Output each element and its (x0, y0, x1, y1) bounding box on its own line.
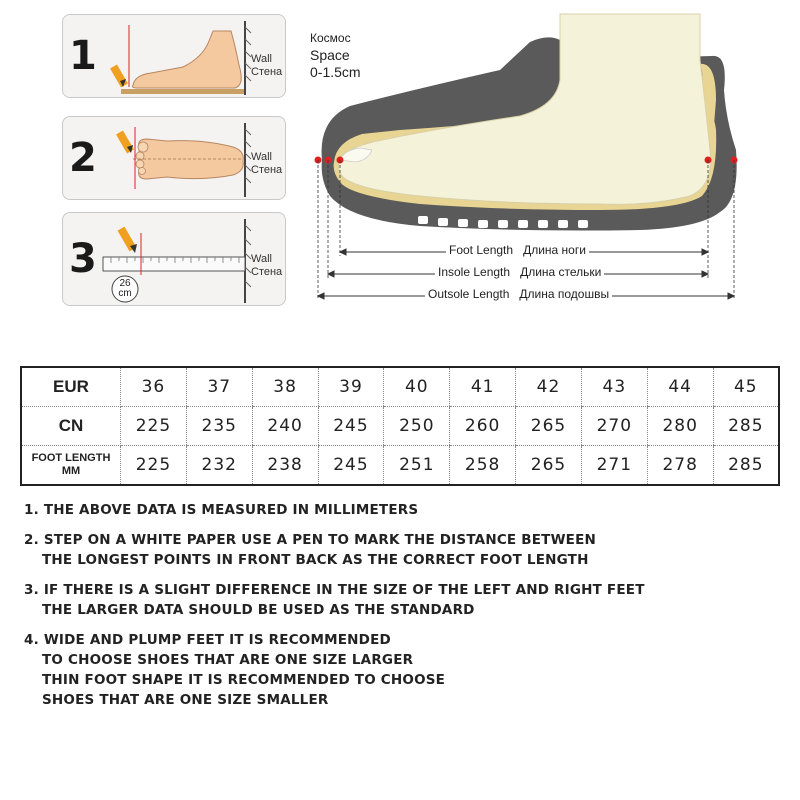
wall-label: Wall Стена (251, 151, 283, 176)
note-line: TO CHOOSE SHOES THAT ARE ONE SIZE LARGER (42, 652, 414, 668)
foot-length-label: Foot Length Длина ноги (446, 243, 589, 257)
note-2: 2. STEP ON A WHITE PAPER USE A PEN TO MA… (24, 530, 764, 570)
shoe-diagram (314, 13, 738, 300)
table-cell: 43 (580, 367, 648, 407)
table-cell: 45 (712, 367, 779, 407)
table-row-foot-length: FOOT LENGTH MM 225 232 238 245 251 258 2… (21, 445, 779, 485)
row-header-eur: EUR (21, 367, 121, 407)
note-line: THE LONGEST POINTS IN FRONT BACK AS THE … (42, 552, 589, 568)
note-line: THIN FOOT SHAPE IT IS RECOMMENDED TO CHO… (42, 672, 446, 688)
foot-top-illustration (116, 123, 252, 197)
pencil-icon (116, 130, 134, 154)
step-number: 2 (69, 135, 97, 181)
step-number: 3 (69, 236, 97, 282)
table-cell: 232 (185, 445, 253, 485)
note-4: 4. WIDE AND PLUMP FEET IT IS RECOMMENDED… (24, 630, 764, 710)
table-cell: 38 (251, 367, 319, 407)
outsole-length-label: Outsole Length Длина подошвы (425, 287, 613, 301)
table-cell: 285 (712, 445, 779, 485)
table-cell: 37 (185, 367, 253, 407)
table-cell: 41 (449, 367, 516, 407)
wall-label: Wall Стена (251, 253, 283, 278)
table-cell: 271 (580, 445, 648, 485)
step-1-panel: 1 Wall Стена (62, 14, 286, 98)
space-label: Космос Space 0-1.5cm (310, 31, 361, 80)
tread-marks (418, 216, 588, 228)
table-cell: 40 (383, 367, 450, 407)
ruler-illustration (102, 219, 252, 303)
table-cell: 270 (580, 406, 648, 446)
table-cell: 278 (646, 445, 714, 485)
table-cell: 250 (383, 406, 450, 446)
pencil-icon (110, 64, 128, 88)
table-cell: 36 (120, 367, 187, 407)
table-cell: 251 (383, 445, 450, 485)
table-cell: 280 (646, 406, 714, 446)
pencil-icon (117, 226, 137, 253)
table-cell: 265 (515, 445, 582, 485)
table-cell: 44 (646, 367, 714, 407)
step-number: 1 (69, 33, 97, 79)
note-line: THE LARGER DATA SHOULD BE USED AS THE ST… (42, 602, 475, 618)
notes-list: 1. THE ABOVE DATA IS MEASURED IN MILLIME… (24, 500, 764, 720)
note-line: 1. THE ABOVE DATA IS MEASURED IN MILLIME… (24, 502, 419, 518)
table-cell: 235 (185, 406, 253, 446)
foot-shape (338, 13, 712, 205)
table-cell: 260 (449, 406, 516, 446)
table-cell: 285 (712, 406, 779, 446)
table-cell: 245 (317, 445, 384, 485)
table-cell: 245 (317, 406, 384, 446)
table-cell: 225 (120, 445, 187, 485)
table-row-eur: EUR 36 37 38 39 40 41 42 43 44 45 (21, 367, 779, 407)
insole-length-label: Insole Length Длина стельки (435, 265, 605, 279)
note-line: 2. STEP ON A WHITE PAPER USE A PEN TO MA… (24, 532, 597, 548)
foot-side-illustration (110, 21, 252, 95)
note-line: 3. IF THERE IS A SLIGHT DIFFERENCE IN TH… (24, 582, 645, 598)
note-1: 1. THE ABOVE DATA IS MEASURED IN MILLIME… (24, 500, 764, 520)
table-cell: 39 (317, 367, 384, 407)
table-cell: 238 (251, 445, 319, 485)
note-line: 4. WIDE AND PLUMP FEET IT IS RECOMMENDED (24, 632, 391, 648)
note-3: 3. IF THERE IS A SLIGHT DIFFERENCE IN TH… (24, 580, 764, 620)
ruler-badge: 26 cm (118, 278, 132, 299)
table-cell: 42 (515, 367, 582, 407)
row-header-cn: CN (21, 406, 121, 446)
wall-label: Wall Стена (251, 53, 283, 78)
note-line: SHOES THAT ARE ONE SIZE SMALLER (42, 692, 329, 708)
table-row-cn: CN 225 235 240 245 250 260 265 270 280 2… (21, 406, 779, 446)
table-cell: 240 (251, 406, 319, 446)
row-header-foot-length: FOOT LENGTH MM (21, 445, 121, 485)
table-cell: 258 (449, 445, 516, 485)
step-3-panel: 3 26 cm Wall (62, 212, 286, 306)
size-table: EUR 36 37 38 39 40 41 42 43 44 45 CN 225… (20, 366, 780, 486)
table-cell: 265 (515, 406, 582, 446)
step-2-panel: 2 Wall Стена (62, 116, 286, 200)
table-cell: 225 (120, 406, 187, 446)
